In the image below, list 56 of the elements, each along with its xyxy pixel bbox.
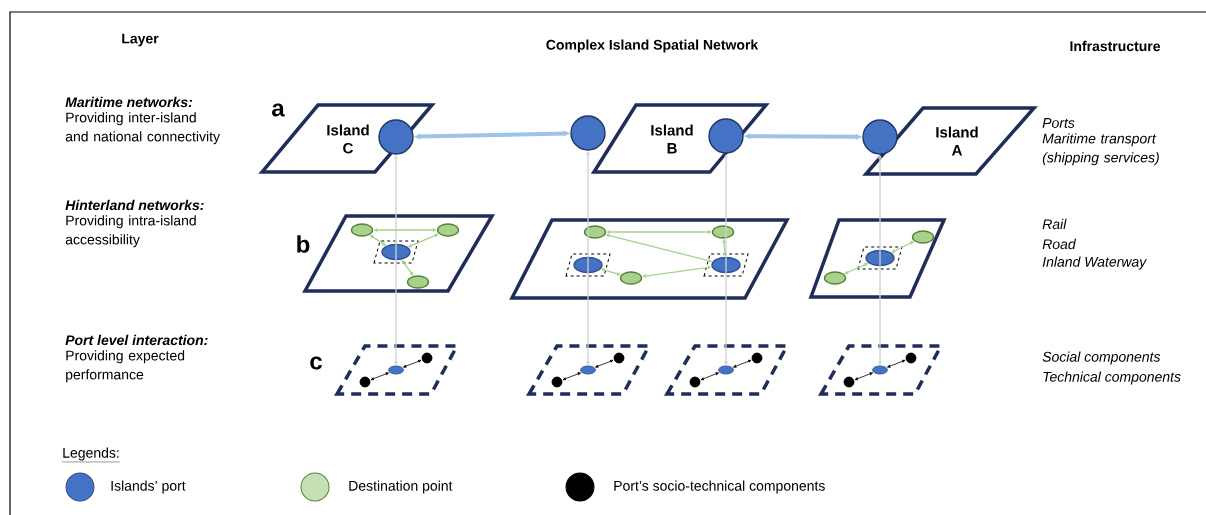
arrow: [854, 372, 873, 381]
layer-description: Providing intra-island accessibility: [65, 215, 196, 248]
port-circle: [570, 115, 606, 151]
arrow: [642, 265, 712, 278]
destination-ellipse: [711, 225, 735, 239]
arrow: [733, 359, 752, 368]
panel-letter: c: [310, 356, 322, 370]
arrow: [844, 262, 869, 275]
arrow: [370, 372, 389, 381]
layer-description: Providing inter-island and national connectivity: [65, 112, 221, 145]
destination-ellipse: [350, 223, 374, 237]
port-ellipse: [865, 249, 895, 267]
legend-heading: Legends:: [62, 447, 120, 463]
panel-letter: a: [272, 103, 285, 117]
arrow: [403, 359, 422, 368]
layer-heading: Maritime networks:: [65, 96, 193, 108]
column-heading: Layer: [122, 33, 159, 47]
arrow: [373, 228, 437, 232]
arrow: [605, 233, 713, 263]
arrow: [891, 241, 914, 253]
port-ellipse: [711, 256, 741, 274]
arrow: [401, 259, 414, 276]
infrastructure-text: Technical components: [1043, 371, 1181, 385]
layer-heading: Hinterland networks:: [65, 199, 204, 211]
infrastructure-text: Social components: [1042, 351, 1161, 365]
destination-ellipse: [823, 271, 847, 285]
port-circle: [862, 119, 898, 155]
destination-ellipse: [911, 230, 935, 244]
arrow: [722, 239, 727, 257]
panel-letter: b: [297, 235, 310, 253]
arrow: [606, 230, 712, 234]
arrow: [586, 151, 590, 366]
arrow: [887, 359, 906, 368]
column-heading: Infrastructure: [1070, 40, 1161, 52]
title: Complex Island Spatial Network: [546, 39, 759, 53]
arrow: [601, 268, 621, 276]
arrow: [408, 233, 439, 248]
destination-ellipse: [619, 271, 643, 285]
destination-ellipse: [406, 275, 430, 289]
infrastructure-text: Inland Waterway: [1042, 256, 1147, 270]
infrastructure-text: Road: [1042, 238, 1077, 250]
arrow: [724, 154, 728, 366]
arrow: [595, 359, 614, 368]
arrow: [369, 235, 387, 246]
arrow: [562, 372, 581, 381]
legend-text: Islands’ port: [111, 480, 186, 494]
destination-ellipse: [436, 223, 460, 237]
port-ellipse: [381, 243, 411, 261]
legend-text: Port’s socio-technical components: [614, 480, 825, 494]
port-ellipse: [573, 256, 603, 274]
layer-heading: Port level interaction:: [65, 334, 208, 346]
legend-text: Destination point: [349, 480, 453, 494]
infrastructure-text: Rail: [1042, 218, 1067, 230]
destination-ellipse: [583, 225, 607, 239]
arrow: [700, 372, 719, 381]
layer-description: Providing expected performance: [66, 350, 185, 383]
